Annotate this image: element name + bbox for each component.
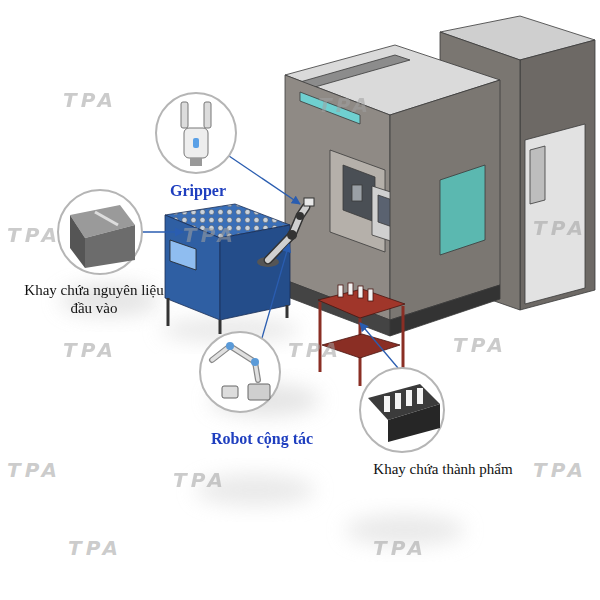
gripper-light bbox=[193, 138, 199, 148]
callout-gripper bbox=[156, 93, 236, 173]
watermark: TPA bbox=[453, 333, 507, 357]
callout-circle bbox=[200, 332, 280, 412]
shadows bbox=[60, 284, 465, 546]
robot-inset bbox=[226, 342, 234, 350]
leader-line bbox=[360, 323, 398, 368]
callout-input bbox=[58, 190, 142, 274]
watermark: TPA bbox=[288, 338, 342, 362]
leg bbox=[167, 298, 170, 326]
callout-label: Khay chứa nguyên liệu đầu vào bbox=[24, 281, 164, 317]
side-cabinet bbox=[525, 124, 585, 304]
part-inset bbox=[406, 390, 412, 406]
watermark: TPA bbox=[183, 223, 237, 247]
leg bbox=[219, 320, 222, 334]
robot-joint bbox=[287, 230, 297, 240]
input-cabinet bbox=[165, 204, 290, 334]
side-window bbox=[440, 165, 485, 255]
watermark: TPA bbox=[68, 536, 122, 560]
gripper-body bbox=[184, 128, 208, 158]
machine-side bbox=[390, 80, 500, 320]
door-window bbox=[343, 165, 375, 222]
callout-robot bbox=[200, 332, 280, 412]
part bbox=[358, 286, 363, 298]
part-inset bbox=[395, 393, 401, 409]
watermark: TPA bbox=[7, 223, 61, 247]
part bbox=[348, 283, 353, 295]
watermark: TPA bbox=[63, 338, 117, 362]
watermark: TPA bbox=[373, 536, 427, 560]
gripper-finger bbox=[181, 102, 188, 128]
robot-inset bbox=[212, 346, 258, 380]
enclosure-side bbox=[520, 40, 595, 310]
robot-inset bbox=[212, 346, 258, 380]
watermark: TPA bbox=[63, 88, 117, 112]
controller-inset bbox=[248, 384, 270, 400]
callout-circle bbox=[360, 368, 444, 452]
part-inset bbox=[384, 396, 390, 412]
watermark: TPA bbox=[533, 216, 587, 240]
tray-inset bbox=[388, 404, 440, 442]
watermark: TPA bbox=[173, 468, 227, 492]
leg bbox=[402, 306, 405, 372]
tray-inset bbox=[85, 225, 135, 268]
callout-label: Khay chứa thành phẩm bbox=[373, 460, 512, 478]
callout-label: Gripper bbox=[170, 181, 226, 200]
gripper-mount bbox=[190, 158, 202, 166]
leg bbox=[286, 305, 289, 318]
top-rail bbox=[300, 55, 410, 87]
part bbox=[368, 289, 373, 301]
cnc-machine bbox=[285, 16, 595, 336]
pendant-inset bbox=[222, 386, 238, 398]
watermark: TPA bbox=[318, 93, 372, 117]
tray-inset bbox=[70, 215, 85, 268]
machine-base bbox=[390, 285, 500, 336]
spindle bbox=[352, 185, 362, 201]
part bbox=[338, 285, 343, 297]
leader-lines bbox=[142, 156, 398, 368]
robot-inset bbox=[251, 358, 259, 366]
callout-circle bbox=[58, 190, 142, 274]
side-cabinet-door bbox=[530, 146, 545, 204]
leader-line bbox=[142, 231, 183, 232]
callout-label: Robot cộng tác bbox=[211, 429, 313, 448]
callout-output bbox=[360, 368, 444, 452]
gripper bbox=[304, 198, 314, 206]
leader-line bbox=[229, 156, 300, 204]
gripper-finger bbox=[204, 102, 211, 128]
robot-joint bbox=[296, 212, 304, 220]
watermark: TPA bbox=[533, 458, 587, 482]
part-inset bbox=[417, 388, 423, 404]
callout-circle bbox=[156, 93, 236, 173]
tray-inset bbox=[95, 212, 118, 225]
leader-line bbox=[262, 244, 289, 338]
watermark: TPA bbox=[7, 458, 61, 482]
